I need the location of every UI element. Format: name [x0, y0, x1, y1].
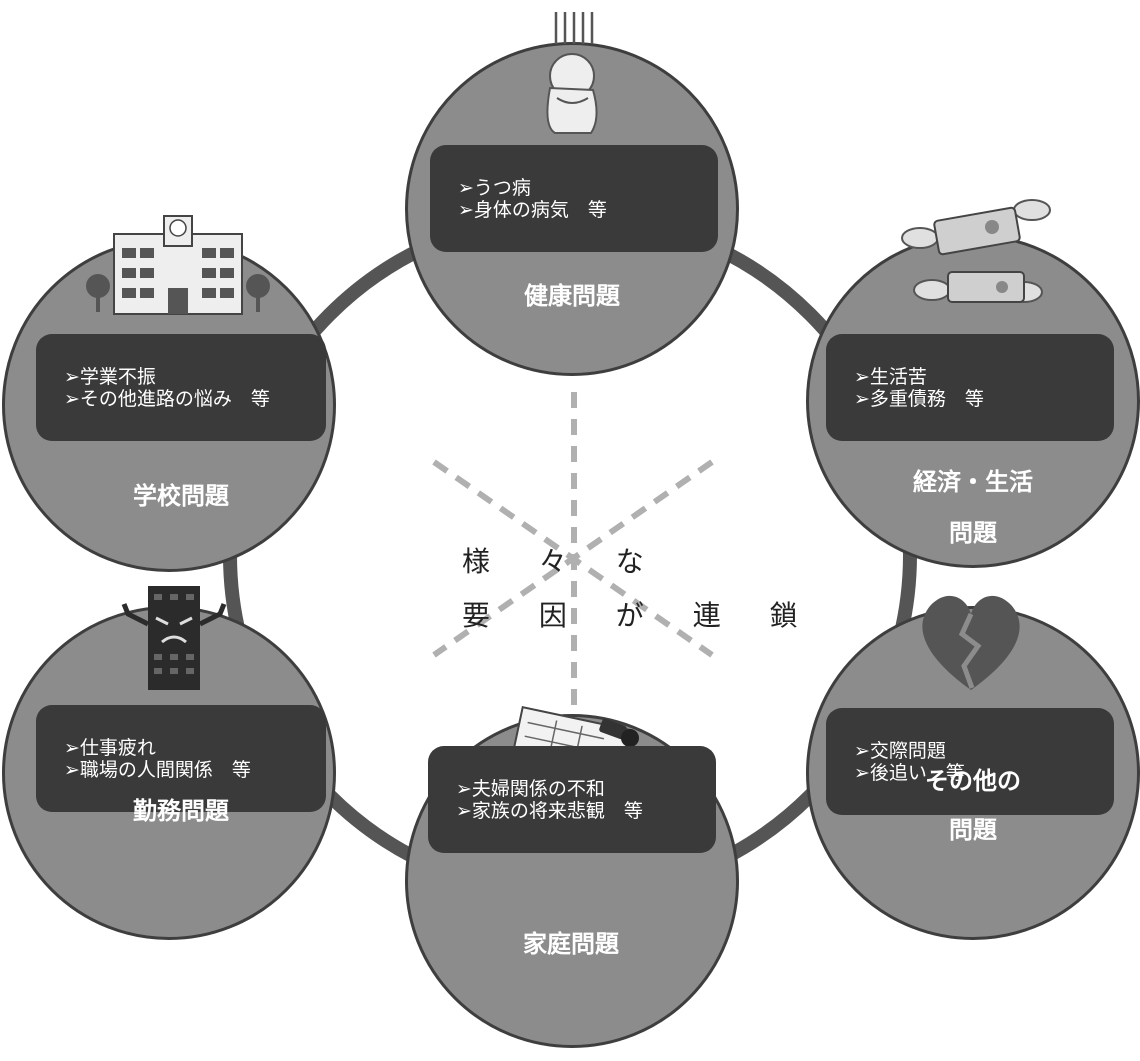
health-items-box: ➢うつ病 ➢身体の病気 等 — [430, 145, 718, 252]
school-item-2: ➢その他進路の悩み 等 — [64, 387, 270, 410]
economic-item-2: ➢多重債務 等 — [854, 387, 984, 410]
center-label-line2: 要 因 が 連 鎖 — [462, 599, 818, 632]
family-item-2: ➢家族の将来悲観 等 — [456, 799, 643, 822]
center-label-line1: 様 々 な — [462, 545, 664, 578]
broken-heart-icon — [922, 595, 1020, 690]
economic-title-line1: 経済・生活 — [913, 468, 1033, 496]
health-item-1: ➢うつ病 — [458, 176, 531, 199]
work-item-2: ➢職場の人間関係 等 — [64, 758, 251, 781]
flying-money-icon — [901, 199, 1051, 303]
school-building-icon — [86, 215, 270, 315]
school-items-box: ➢学業不振 ➢その他進路の悩み 等 — [36, 334, 326, 441]
school-title: 学校問題 — [133, 482, 229, 510]
school-item-1: ➢学業不振 — [64, 365, 156, 388]
other-item-1: ➢交際問題 — [854, 739, 946, 762]
work-title: 勤務問題 — [133, 797, 229, 825]
family-items-box: ➢夫婦関係の不和 ➢家族の将来悲観 等 — [428, 746, 716, 853]
other-items-box: ➢交際問題 ➢後追い 等 — [826, 708, 1114, 815]
work-item-1: ➢仕事疲れ — [64, 736, 156, 759]
family-item-1: ➢夫婦関係の不和 — [456, 777, 605, 800]
depressed-person-icon — [546, 12, 598, 134]
economic-title-line2: 問題 — [949, 519, 997, 547]
economic-item-1: ➢生活苦 — [854, 365, 927, 388]
family-title: 家庭問題 — [523, 930, 619, 958]
health-title: 健康問題 — [524, 282, 620, 310]
work-items-box: ➢仕事疲れ ➢職場の人間関係 等 — [36, 705, 326, 812]
health-item-2: ➢身体の病気 等 — [458, 198, 607, 221]
other-title-line2: 問題 — [949, 816, 997, 844]
other-title-line1: その他の — [925, 767, 1021, 795]
other-item-2: ➢後追い 等 — [854, 761, 965, 784]
economic-items-box: ➢生活苦 ➢多重債務 等 — [826, 334, 1114, 441]
angry-company-building-icon — [121, 586, 227, 690]
